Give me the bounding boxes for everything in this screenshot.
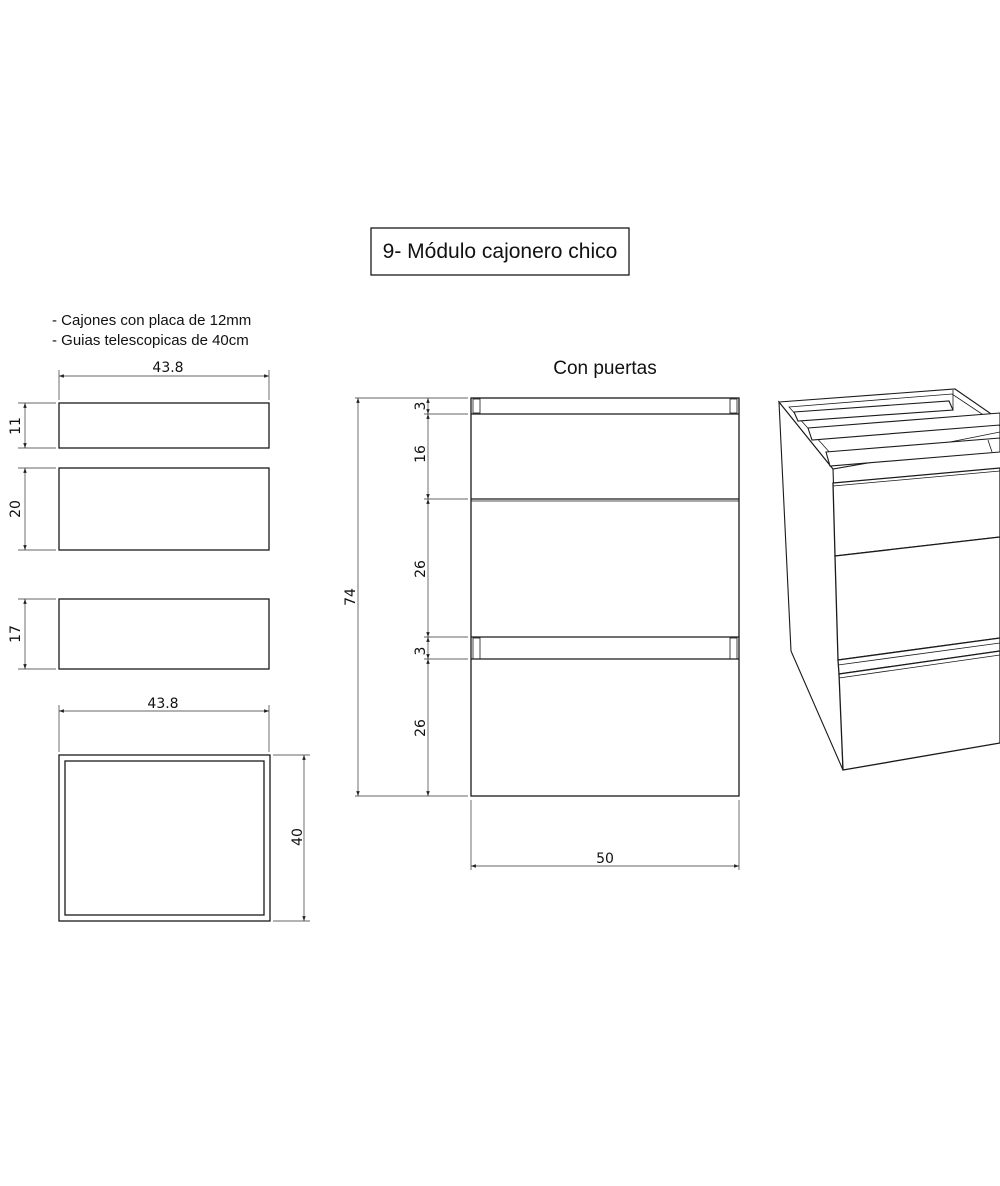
- drawer-height-dimensions: 11 20 17: [8, 402, 56, 670]
- plan-width-label: 43.8: [147, 696, 178, 712]
- drawer-box-bottom: [58, 598, 270, 670]
- section-label: Con puertas: [553, 358, 657, 379]
- mid-rail-right-post: [729, 637, 738, 660]
- drawer-front-bottom: [838, 650, 1000, 771]
- segment-dimensions: 3 16 26 3 26: [413, 398, 468, 796]
- total-height-dimension: 74: [343, 397, 468, 797]
- total-height-label: 74: [343, 588, 359, 606]
- drawer-height-3-label: 17: [8, 625, 24, 643]
- segment-drawer-2-label: 26: [413, 560, 429, 578]
- note-drawer-board: - Cajones con placa de 12mm: [52, 312, 251, 329]
- drawer-front-top: [832, 467, 1000, 557]
- drawer-front-middle: [834, 536, 1000, 661]
- cabinet-outline: [470, 397, 740, 797]
- page-title: 9- Módulo cajonero chico: [383, 240, 618, 263]
- top-rail-left-post: [472, 398, 481, 414]
- perspective-view: [777, 388, 1000, 771]
- front-width-dimension: 50: [470, 800, 740, 870]
- title-box: 9- Módulo cajonero chico: [370, 227, 630, 276]
- drawer-plan-inner: [64, 760, 265, 916]
- middle-rail: [807, 412, 1000, 441]
- drawer-height-2-label: 20: [8, 500, 24, 518]
- drawer-width-label: 43.8: [152, 360, 183, 376]
- segment-drawer-1-label: 16: [413, 445, 429, 463]
- top-rail-right-post: [729, 398, 738, 414]
- drawer-width-dimension: 43.8: [58, 360, 270, 400]
- segment-top-rail-label: 3: [413, 402, 429, 411]
- drawer-box-middle: [58, 467, 270, 551]
- drawer-height-1-label: 11: [8, 417, 24, 435]
- drawer-box-top: [58, 402, 270, 449]
- mid-rail-left-post: [472, 637, 481, 660]
- front-width-label: 50: [596, 851, 614, 867]
- front-elevation: [470, 397, 740, 797]
- segment-drawer-3-label: 26: [413, 719, 429, 737]
- note-telescopic-guides: - Guias telescopicas de 40cm: [52, 332, 249, 349]
- segment-mid-rail-label: 3: [413, 647, 429, 656]
- front-rail: [825, 437, 1000, 467]
- drawer-plan-outer: [58, 754, 271, 922]
- plan-depth-label: 40: [290, 828, 306, 846]
- drawer-gap-rail: [837, 637, 1000, 675]
- drawer-plan-depth-dimension: 40: [273, 754, 310, 922]
- drawer-plan-width-dimension: 43.8: [58, 696, 270, 752]
